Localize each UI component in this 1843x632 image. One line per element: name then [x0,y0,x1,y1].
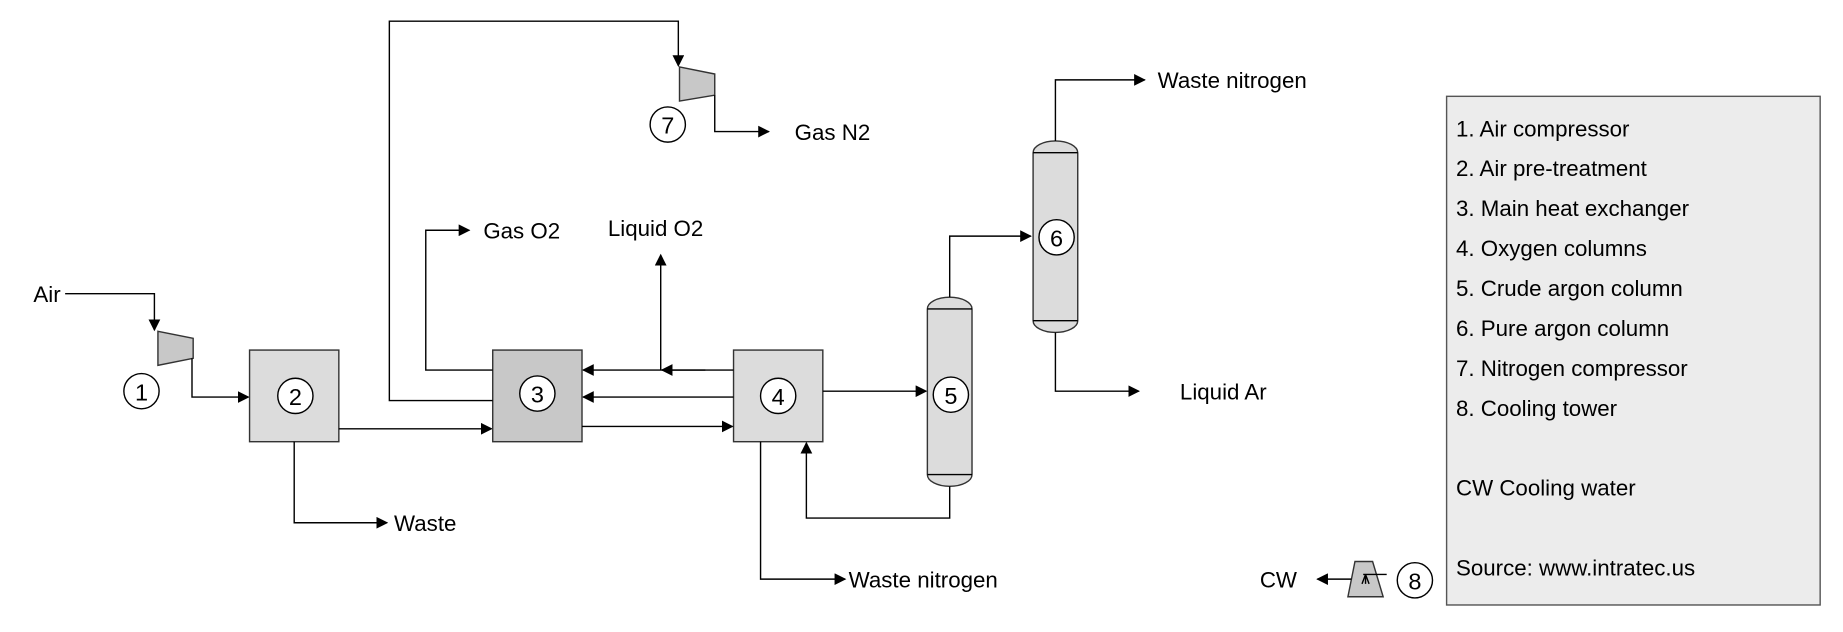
stream-label-gas-n2: Gas N2 [795,120,871,145]
air-line [65,292,161,332]
stream-label-air: Air [33,282,61,307]
legend-item: 5. Crude argon column [1456,276,1683,301]
unit-number-1: 1 [135,379,148,405]
legend-abbreviation: CW Cooling water [1456,476,1636,501]
stream-label-waste-nitrogen-bottom: Waste nitrogen [849,567,998,592]
stream-5-4-return [800,441,951,519]
unit-number-3: 3 [531,382,544,408]
unit-number-7: 7 [661,113,674,139]
unit-marker-3 [519,375,556,412]
unit-number-8: 8 [1408,568,1421,594]
air-compressor-icon [157,330,194,367]
gas-o2-line [425,224,493,371]
unit-marker-2 [277,377,314,415]
stream-label-waste-nitrogen-top: Waste nitrogen [1158,68,1307,93]
legend-item: 3. Main heat exchanger [1456,196,1690,221]
legend-item: 7. Nitrogen compressor [1456,356,1688,381]
gas-n2-line [714,95,770,138]
unit-number-2: 2 [289,384,302,410]
unit-marker-5 [932,376,970,414]
legend-item: 1. Air compressor [1456,116,1630,141]
stream-1-2 [191,358,250,403]
unit-number-5: 5 [944,383,957,409]
stream-5-6 [948,230,1032,298]
stream-label-waste: Waste [394,511,456,536]
waste-nitrogen-bottom-line [759,441,847,586]
waste-nitrogen-top-line [1054,74,1146,141]
stream-label-liquid-ar: Liquid Ar [1180,379,1267,404]
legend-item: 6. Pure argon column [1456,316,1669,341]
liquid-ar-line [1054,332,1140,398]
unit-number-4: 4 [772,384,785,410]
nitrogen-compressor-icon [678,66,716,102]
legend: 1. Air compressor 2. Air pre-treatment 3… [1445,95,1821,606]
legend-item: 8. Cooling tower [1456,396,1618,421]
legend-source: Source: www.intratec.us [1456,556,1695,581]
cooling-tower-spray-icon [1361,574,1370,585]
legend-box [1445,95,1821,606]
legend-item: 4. Oxygen columns [1456,236,1647,261]
unit-marker-7 [649,106,687,143]
unit-marker-4 [759,377,797,415]
unit-marker-6 [1038,218,1075,256]
stream-label-gas-o2: Gas O2 [483,218,560,243]
unit-number-6: 6 [1050,225,1063,251]
waste-line [293,441,389,529]
stream-label-cw: CW [1260,567,1297,592]
nitrogen-recycle-line [388,20,685,402]
stream-label-liquid-o2: Liquid O2 [608,216,703,241]
unit-marker-1 [123,372,160,410]
legend-item: 2. Air pre-treatment [1456,156,1648,181]
unit-marker-8 [1396,561,1434,599]
